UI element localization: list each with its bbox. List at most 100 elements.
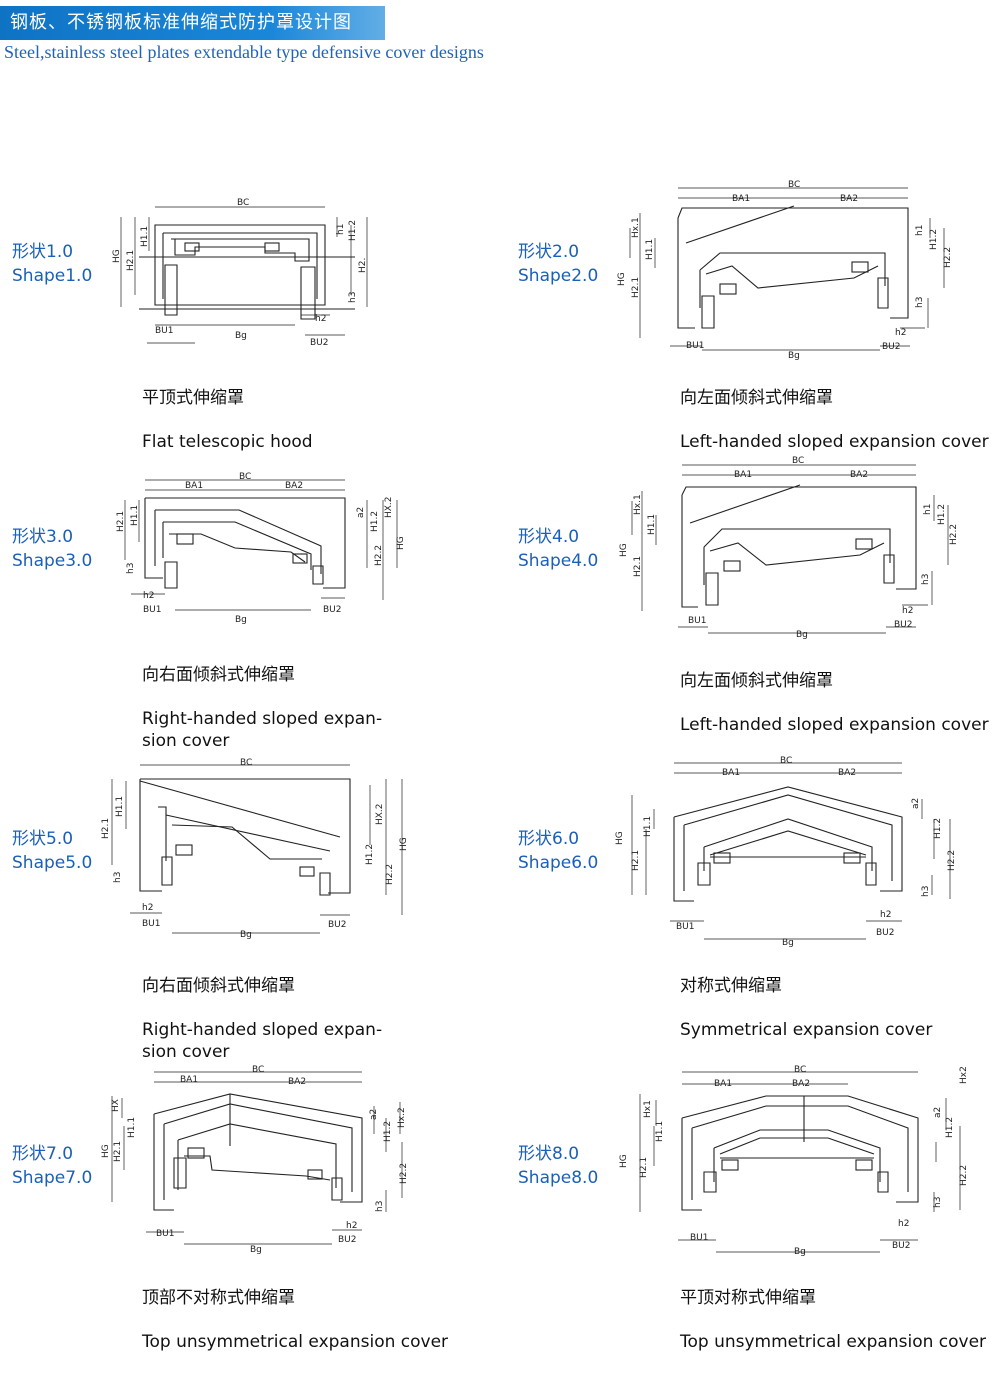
shape-7-label-cn: 形状7.0 xyxy=(12,1144,74,1164)
shape-3-dim-hg: HG xyxy=(396,536,406,550)
shape-7-drawing: BC BA1 BA2 HX HG H2.1 H1.1 a2 H1.2 Hx.2 … xyxy=(101,1065,409,1255)
page-title: 钢板、不锈钢板标准伸缩式防护罩设计图 xyxy=(10,12,352,33)
shape-6-dim-bu1: BU1 xyxy=(676,922,695,932)
shape-3-dim-h21: H2.1 xyxy=(116,511,126,532)
shape-4-dim-bg: Bg xyxy=(796,630,808,640)
shape-1-caption-en: Flat telescopic hood xyxy=(142,432,313,452)
shape-6-label: 形状6.0 Shape6.0 xyxy=(518,827,598,875)
shape-8-caption-cn: 平顶对称式伸缩罩 xyxy=(680,1288,816,1308)
shape-2-dim-h12: H1.2 xyxy=(929,229,939,250)
shape-8-drawing: BC BA1 BA2 Hx2 Hx1 HG H1.1 H2.1 a2 H1.2 … xyxy=(619,1065,969,1257)
shape-8-dim-ba2: BA2 xyxy=(792,1079,810,1089)
shape-1-label-en: Shape1.0 xyxy=(12,266,93,286)
shape-3-label-en: Shape3.0 xyxy=(12,551,93,571)
shape-4-dim-ba2: BA2 xyxy=(850,470,868,480)
shape-7-label: 形状7.0 Shape7.0 xyxy=(12,1142,92,1190)
shape-7-dim-hx2: Hx.2 xyxy=(397,1107,407,1128)
shape-5-dim-h21: H2.1 xyxy=(101,818,111,839)
shape-3-drawing: BC BA1 BA2 H2.1 H1.1 h3 h2 BU1 Bg BU2 a2… xyxy=(116,472,406,625)
shape-3-label-cn: 形状3.0 xyxy=(12,527,74,547)
shape-5-label: 形状5.0 Shape5.0 xyxy=(12,827,92,875)
shape-2-label: 形状2.0 Shape2.0 xyxy=(518,240,598,288)
shape-7-dim-ba2: BA2 xyxy=(288,1077,306,1087)
shape-7-label-en: Shape7.0 xyxy=(12,1168,93,1188)
shape-7-caption: 顶部不对称式伸缩罩 Top unsymmetrical expansion co… xyxy=(142,1265,448,1375)
shape-2-dim-bu2: BU2 xyxy=(882,342,901,352)
shape-2-dim-bc: BC xyxy=(788,180,800,190)
shape-3-dim-h2: h2 xyxy=(143,591,154,601)
shape-1-dim-h1: h1 xyxy=(336,224,346,235)
shape-5-dim-bc: BC xyxy=(240,758,252,768)
shape-2-label-en: Shape2.0 xyxy=(518,266,599,286)
shape-6-dim-h12: H1.2 xyxy=(933,818,943,839)
shape-4-dim-bc: BC xyxy=(792,456,804,466)
shape-4-dim-h21: H2.1 xyxy=(633,556,643,577)
shape-7-dim-a2: a2 xyxy=(369,1109,379,1120)
shape-4-caption-en: Left-handed sloped expansion cover xyxy=(680,715,989,735)
shape-1-dim-h12: H1.2 xyxy=(348,220,358,241)
shape-2-dim-h11: H1.1 xyxy=(645,239,655,260)
shape-6-caption: 对称式伸缩罩 Symmetrical expansion cover xyxy=(680,953,932,1063)
shape-3-dim-bc: BC xyxy=(239,472,251,482)
shape-1-caption: 平顶式伸缩罩 Flat telescopic hood xyxy=(142,365,313,475)
shape-6-dim-hg: HG xyxy=(615,831,625,845)
shape-1-caption-cn: 平顶式伸缩罩 xyxy=(142,388,244,408)
shape-3-dim-h11: H1.1 xyxy=(130,505,140,526)
shape-7-dim-h12: H1.2 xyxy=(383,1121,393,1142)
shape-8-dim-hx2: Hx2 xyxy=(959,1066,969,1084)
shape-2-dim-ba1: BA1 xyxy=(732,194,750,204)
shape-4-dim-h11: H1.1 xyxy=(647,514,657,535)
shape-8-caption-en: Top unsymmetrical expansion cover xyxy=(680,1332,987,1352)
shape-4-caption-cn: 向左面倾斜式伸缩罩 xyxy=(680,671,833,691)
shape-3-dim-hx2: HX.2 xyxy=(384,496,394,518)
shape-1-label: 形状1.0 Shape1.0 xyxy=(12,240,92,288)
shape-1-drawing: BC HG H2.1 H1.1 h1 H1.2 H2. h3 h2 BU1 Bg… xyxy=(112,198,368,348)
shape-4-dim-h22: H2.2 xyxy=(949,524,959,545)
shape-1-dim-h21: H2.1 xyxy=(126,250,136,271)
shape-4-label-cn: 形状4.0 xyxy=(518,527,580,547)
shape-6-dim-h11: H1.1 xyxy=(643,816,653,837)
shape-4-dim-h12: H1.2 xyxy=(937,504,947,525)
shape-1-dim-bc: BC xyxy=(237,198,249,208)
shape-8-dim-h21: H2.1 xyxy=(639,1157,649,1178)
shape-5-caption: 向右面倾斜式伸缩罩 Right-handed sloped expan- sio… xyxy=(142,953,382,1085)
shape-6-dim-ba2: BA2 xyxy=(838,768,856,778)
shape-6-dim-ba1: BA1 xyxy=(722,768,740,778)
shape-7-dim-hx: HX xyxy=(111,1099,121,1112)
shape-3-caption-en: Right-handed sloped expan- sion cover xyxy=(142,709,383,751)
shape-3-dim-a2: a2 xyxy=(356,507,366,518)
shape-3-dim-h12: H1.2 xyxy=(370,511,380,532)
shape-7-dim-bc: BC xyxy=(252,1065,264,1075)
shape-5-drawing: BC H2.1 H1.1 h3 h2 BU1 Bg BU2 HX.2 H1.2 … xyxy=(101,758,409,940)
shape-6-dim-h2: h2 xyxy=(880,910,891,920)
shape-5-dim-bu2: BU2 xyxy=(328,920,347,930)
shape-3-dim-bu1: BU1 xyxy=(143,605,162,615)
shape-1-dim-bg: Bg xyxy=(235,331,247,341)
shape-3-caption-cn: 向右面倾斜式伸缩罩 xyxy=(142,665,295,685)
shape-4-dim-bu1: BU1 xyxy=(688,616,707,626)
shape-3-dim-bg: Bg xyxy=(235,615,247,625)
shape-5-caption-en: Right-handed sloped expan- sion cover xyxy=(142,1020,383,1062)
shape-4-label: 形状4.0 Shape4.0 xyxy=(518,525,598,573)
shape-8-dim-bu1: BU1 xyxy=(690,1233,709,1243)
shape-7-dim-h22: H2.2 xyxy=(399,1163,409,1184)
shape-8-label: 形状8.0 Shape8.0 xyxy=(518,1142,598,1190)
shape-5-dim-h2: h2 xyxy=(142,903,153,913)
shape-2-caption-cn: 向左面倾斜式伸缩罩 xyxy=(680,388,833,408)
shape-5-label-cn: 形状5.0 xyxy=(12,829,74,849)
shape-2-dim-h21: H2.1 xyxy=(631,277,641,298)
shape-1-dim-h11: H1.1 xyxy=(140,226,150,247)
shape-7-dim-ba1: BA1 xyxy=(180,1075,198,1085)
shape-8-dim-a2: a2 xyxy=(933,1107,943,1118)
shape-6-label-en: Shape6.0 xyxy=(518,853,599,873)
shape-4-drawing: BC BA1 BA2 Hx.1 H1.1 HG H2.1 h1 H1.2 H2.… xyxy=(619,456,959,640)
shape-5-label-en: Shape5.0 xyxy=(12,853,93,873)
shape-8-caption: 平顶对称式伸缩罩 Top unsymmetrical expansion cov… xyxy=(680,1265,986,1375)
shape-6-caption-en: Symmetrical expansion cover xyxy=(680,1020,933,1040)
shape-7-dim-h2: h2 xyxy=(346,1221,357,1231)
shape-8-dim-h22: H2.2 xyxy=(959,1165,969,1186)
shape-4-dim-h1: h1 xyxy=(923,504,933,515)
shape-8-dim-h12: H1.2 xyxy=(945,1117,955,1138)
shape-1-dim-h2-small: h2 xyxy=(315,314,326,324)
shape-6-dim-bg: Bg xyxy=(782,938,794,948)
